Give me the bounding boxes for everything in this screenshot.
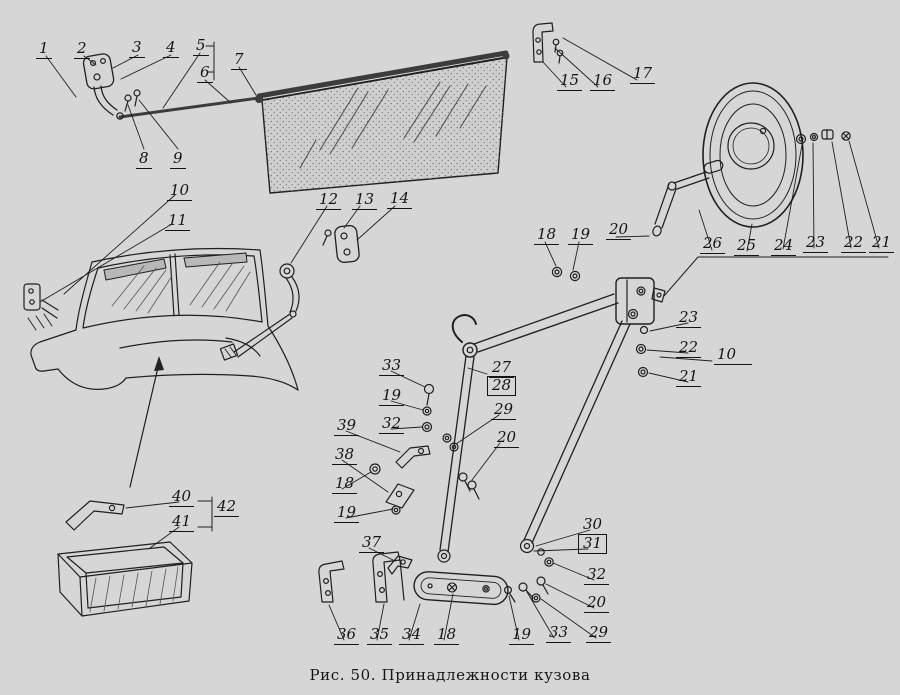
part-number-12: 12 [316, 191, 342, 210]
part-number-25: 25 [734, 237, 760, 256]
part-number-21: 21 [869, 234, 895, 253]
part-number-22: 22 [676, 339, 702, 358]
part-number-17: 17 [630, 65, 656, 84]
callout-connectors [197, 41, 889, 532]
part-number-30: 30 [580, 516, 606, 535]
part-number-13: 13 [352, 191, 378, 210]
part-number-1: 1 [36, 40, 52, 59]
part-number-31: 31 [578, 534, 608, 554]
part-number-32: 32 [379, 415, 405, 434]
part-number-19: 19 [568, 226, 594, 245]
part-number-27: 27 [489, 359, 515, 378]
part-number-29: 29 [491, 401, 517, 420]
figure-caption: Рис. 50. Принадлежности кузова [309, 666, 591, 684]
part-number-28: 28 [487, 376, 517, 396]
part-number-34: 34 [399, 626, 425, 645]
part-number-26: 26 [700, 235, 726, 254]
part-number-42: 42 [214, 498, 240, 517]
leader-lines [39, 37, 880, 641]
part-number-2: 2 [74, 40, 90, 59]
part-number-24: 24 [771, 237, 797, 256]
part-number-23: 23 [676, 309, 702, 328]
part-number-16: 16 [590, 72, 616, 91]
part-number-33: 33 [546, 624, 572, 643]
part-number-10: 10 [714, 346, 753, 365]
linkage-assembly [369, 277, 666, 603]
part-number-36: 36 [334, 626, 360, 645]
part-number-4: 4 [163, 39, 179, 58]
part-number-19: 19 [379, 387, 405, 406]
part-number-19: 19 [334, 504, 360, 523]
part-number-32: 32 [584, 566, 610, 585]
part-number-10: 10 [167, 182, 193, 201]
vent-window-crank-assembly [551, 82, 851, 282]
part-number-20: 20 [494, 429, 520, 448]
part-number-22: 22 [841, 234, 867, 253]
part-number-18: 18 [434, 626, 460, 645]
tray-assembly [57, 500, 193, 617]
part-number-7: 7 [231, 51, 247, 70]
part-number-35: 35 [367, 626, 393, 645]
part-number-41: 41 [169, 513, 195, 532]
part-number-11: 11 [165, 212, 191, 231]
part-number-23: 23 [803, 234, 829, 253]
part-number-40: 40 [169, 488, 195, 507]
sun-visor-panel [255, 50, 510, 194]
pointer-arrow [129, 356, 164, 488]
part-number-29: 29 [586, 624, 612, 643]
part-number-14: 14 [387, 190, 413, 209]
part-number-6: 6 [197, 64, 213, 83]
mount-plate-34 [413, 571, 509, 606]
part-number-20: 20 [606, 221, 632, 240]
door-bracket-15-17 [532, 22, 564, 64]
part-number-21: 21 [676, 368, 702, 387]
part-number-18: 18 [534, 226, 560, 245]
part-number-20: 20 [584, 594, 610, 613]
part-number-18: 18 [332, 475, 358, 494]
part-number-8: 8 [136, 150, 152, 169]
part-number-19: 19 [509, 626, 535, 645]
part-number-38: 38 [332, 446, 358, 465]
part-number-9: 9 [170, 150, 186, 169]
part-number-15: 15 [557, 72, 583, 91]
visor-rod-bracket [82, 53, 261, 120]
part-number-37: 37 [359, 534, 385, 553]
part-number-3: 3 [129, 39, 145, 58]
cab-sketch [23, 247, 300, 391]
part-number-39: 39 [334, 417, 360, 436]
part-number-5: 5 [193, 37, 209, 56]
part-number-33: 33 [379, 357, 405, 376]
